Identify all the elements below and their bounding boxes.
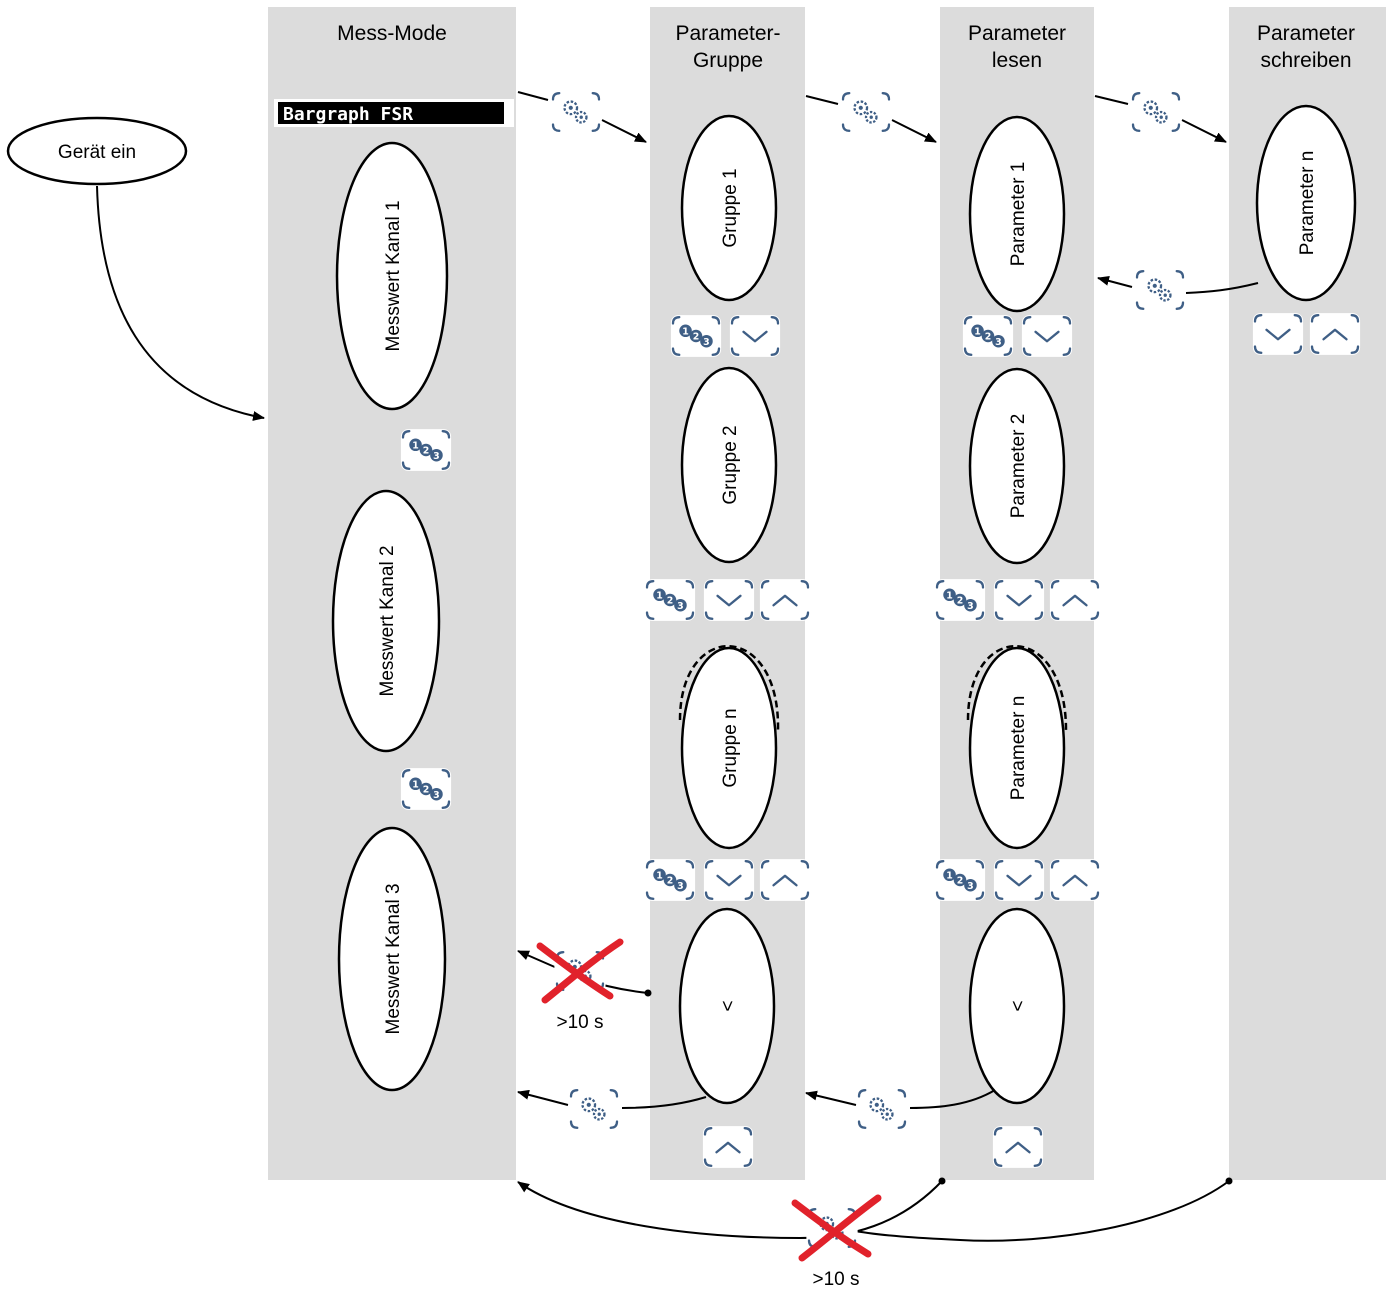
column-title-parameter-lesen-line1: Parameter (968, 22, 1066, 45)
down-key-icon (728, 313, 782, 359)
arrow-mess-to-gruppe (517, 91, 646, 142)
cancel-cross-icon (536, 938, 624, 1004)
node-parameter-back-label: < (1008, 1000, 1029, 1011)
arrow-lesen-back-to-gruppe (806, 1090, 996, 1109)
node-gruppe-n (680, 646, 778, 850)
up-key-icon (701, 1124, 755, 1170)
gear-key-icon (839, 89, 893, 135)
node-gruppe-2 (680, 366, 778, 564)
node-parameter-schreiben-n-label: Parameter n (1297, 151, 1318, 256)
node-parameter-schreiben-n (1255, 104, 1357, 302)
column-title-parameter-schreiben-line2: schreiben (1260, 49, 1351, 72)
up-key-icon (758, 857, 812, 903)
node-gruppe-back (678, 907, 776, 1105)
next-123-key-icon (399, 427, 453, 473)
down-key-icon (1020, 313, 1074, 359)
node-gruppe-1 (680, 114, 778, 302)
arrow-gruppe-to-lesen (805, 95, 936, 142)
down-key-icon (702, 857, 756, 903)
down-key-icon (702, 577, 756, 623)
next-123-key-icon (643, 577, 697, 623)
node-parameter-2 (968, 367, 1066, 565)
start-node-label: Gerät ein (58, 142, 136, 163)
next-123-key-icon (933, 577, 987, 623)
down-key-icon (992, 857, 1046, 903)
arrow-gruppe-back-to-mess (518, 1092, 707, 1109)
node-parameter-n-dashed-outline (966, 645, 1068, 731)
timeout-label: >10 s (556, 1012, 603, 1033)
cancel-cross-icon (791, 1194, 882, 1262)
node-parameter-1 (968, 115, 1066, 313)
lcd-display (278, 102, 504, 124)
down-key-icon (1251, 311, 1305, 357)
arrow-schreiben-to-lesen (1098, 278, 1259, 294)
column-title-parameter-gruppe-line1: Parameter- (675, 22, 780, 45)
up-key-icon (991, 1124, 1045, 1170)
next-123-key-icon (961, 313, 1015, 359)
start-node (6, 116, 188, 186)
node-messwert-kanal-3-label: Messwert Kanal 3 (383, 883, 404, 1034)
node-parameter-2-label: Parameter 2 (1008, 414, 1029, 519)
lcd-display-text: Bargraph FSR (283, 104, 413, 125)
gear-key-icon (1129, 89, 1183, 135)
node-messwert-kanal-2-label: Messwert Kanal 2 (377, 545, 398, 696)
node-gruppe-n-label: Gruppe n (720, 708, 741, 787)
node-parameter-back (968, 907, 1066, 1105)
node-gruppe-n-dashed-outline (678, 645, 780, 731)
node-messwert-kanal-3 (337, 826, 447, 1092)
next-123-key-icon (933, 857, 987, 903)
node-gruppe-back-label: < (718, 1000, 739, 1011)
node-messwert-kanal-2 (331, 489, 441, 753)
gear-key-icon (549, 89, 603, 135)
node-parameter-lesen-n-label: Parameter n (1008, 696, 1029, 801)
node-messwert-kanal-1 (335, 141, 449, 411)
node-messwert-kanal-1-label: Messwert Kanal 1 (383, 200, 404, 351)
gear-key-icon (567, 1086, 621, 1132)
up-key-icon (1308, 311, 1362, 357)
next-123-key-icon (669, 313, 723, 359)
gear-key-icon (1133, 267, 1187, 313)
timeout-label: >10 s (812, 1269, 859, 1290)
down-key-icon (992, 577, 1046, 623)
gear-key-icon (855, 1086, 909, 1132)
column-title-parameter-gruppe-line2: Gruppe (693, 49, 763, 72)
up-key-icon (1048, 857, 1102, 903)
column-title-parameter-schreiben-line1: Parameter (1257, 22, 1355, 45)
node-parameter-lesen-n (968, 646, 1066, 850)
next-123-key-icon (643, 857, 697, 903)
node-gruppe-2-label: Gruppe 2 (720, 425, 741, 504)
up-key-icon (758, 577, 812, 623)
arrow-lesen-to-schreiben (1094, 95, 1226, 142)
node-gruppe-1-label: Gruppe 1 (720, 168, 741, 247)
next-123-key-icon (399, 766, 453, 812)
up-key-icon (1048, 577, 1102, 623)
column-title-mess-mode: Mess-Mode (337, 22, 447, 45)
arrow-lesen-timeout-to-mess (517, 1177, 946, 1240)
column-title-parameter-lesen-line2: lesen (992, 49, 1042, 72)
arrow-schreiben-timeout (849, 1177, 1233, 1242)
node-parameter-1-label: Parameter 1 (1008, 162, 1029, 267)
arrow-start-to-mess-mode (96, 185, 265, 421)
